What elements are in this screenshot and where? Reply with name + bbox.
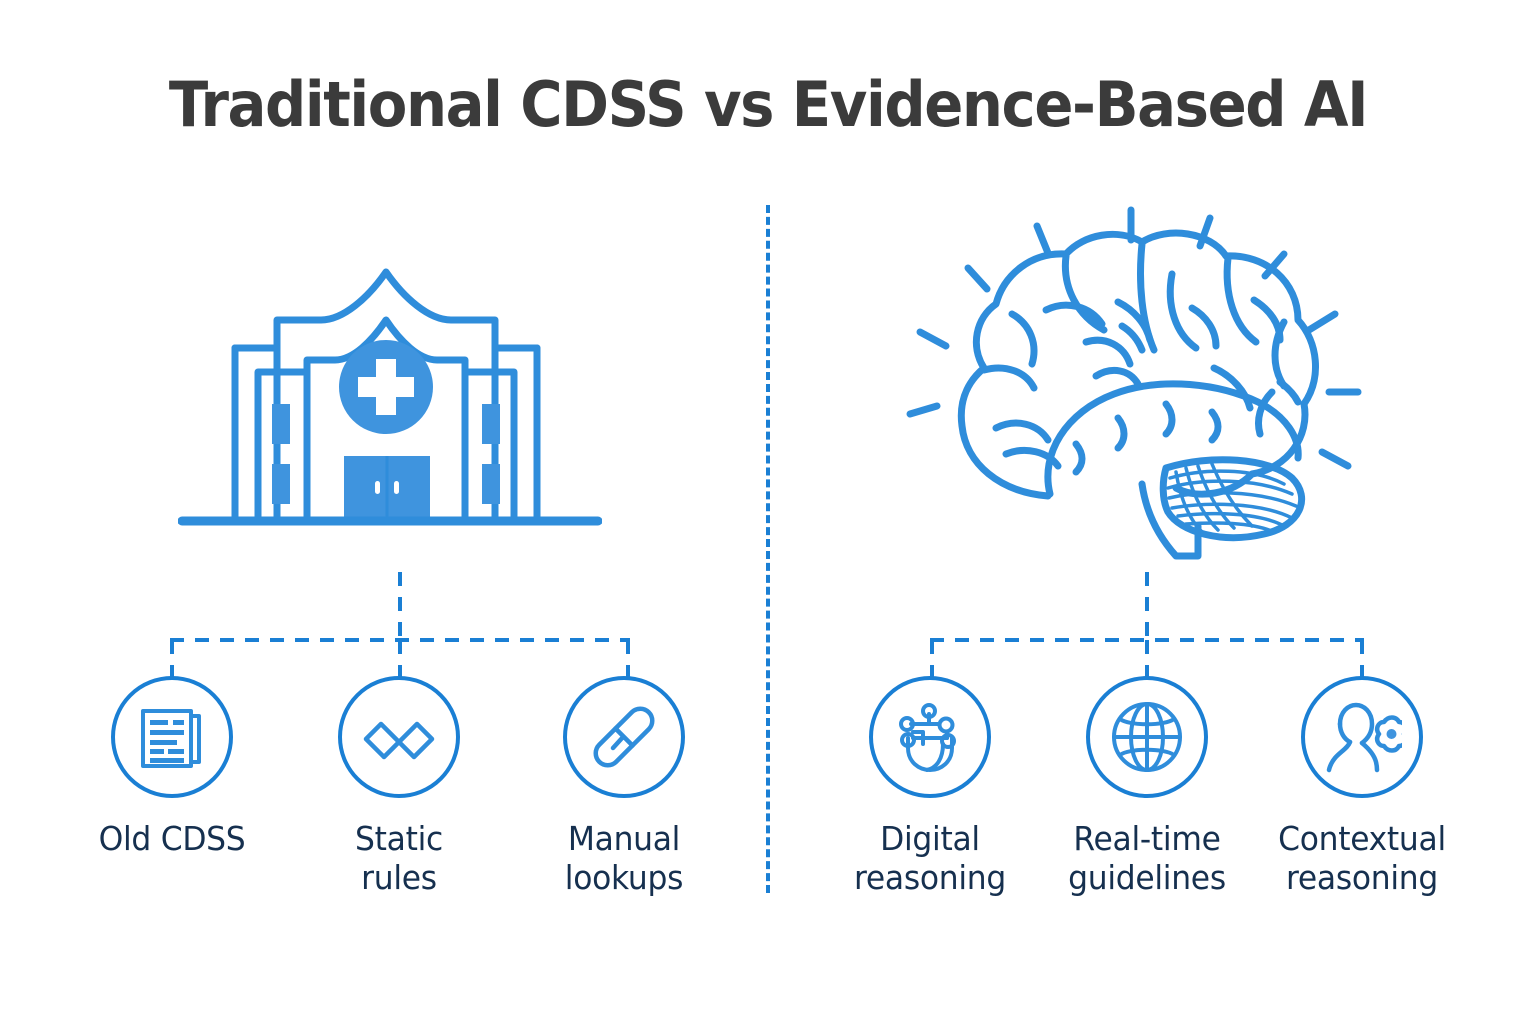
brain-rays-icon	[880, 196, 1380, 577]
globe-grid-icon	[1112, 702, 1182, 772]
hospital-building-icon	[177, 228, 603, 551]
feature-label: Contextual reasoning	[1278, 819, 1446, 897]
feature-label: Manual lookups	[564, 819, 684, 897]
feature-icon-circle	[869, 676, 991, 798]
feature-label: Old CDSS	[98, 819, 246, 858]
feature-contextual-reasoning[interactable]: Contextual reasoning	[1267, 676, 1457, 898]
pill-capsule-icon	[593, 706, 655, 768]
feature-realtime-guidelines[interactable]: Real-time guidelines	[1052, 676, 1242, 898]
document-lines-icon	[141, 709, 201, 768]
feature-old-cdss[interactable]: Old CDSS	[77, 676, 267, 859]
feature-label: Static rules	[355, 819, 443, 897]
feature-manual-lookups[interactable]: Manual lookups	[529, 676, 719, 898]
feature-icon-circle	[111, 676, 233, 798]
feature-icon-circle	[1086, 676, 1208, 798]
feature-static-rules[interactable]: Static rules	[304, 676, 494, 898]
circuit-nodes-icon	[899, 703, 956, 772]
feature-icon-circle	[1301, 676, 1423, 798]
feature-icon-circle	[338, 676, 460, 798]
feature-digital-reasoning[interactable]: Digital reasoning	[835, 676, 1025, 898]
feature-icon-circle	[563, 676, 685, 798]
page-title: Traditional CDSS vs Evidence-Based AI	[168, 68, 1369, 141]
vertical-dashed-divider	[766, 205, 770, 893]
feature-label: Real-time guidelines	[1068, 819, 1226, 897]
feature-label: Digital reasoning	[854, 819, 1006, 897]
person-gear-icon	[1326, 702, 1402, 773]
zigzag-chart-icon	[363, 721, 435, 760]
